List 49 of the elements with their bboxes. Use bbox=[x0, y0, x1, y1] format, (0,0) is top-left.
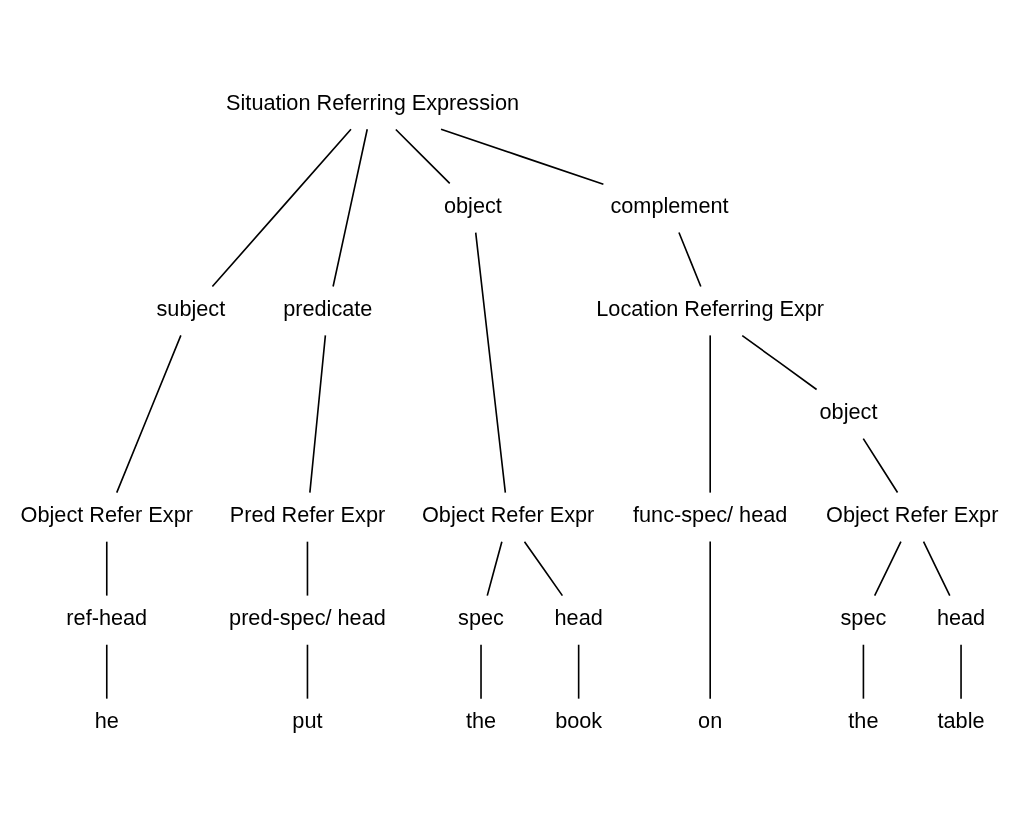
node-text: complement bbox=[610, 192, 729, 218]
connector bbox=[922, 540, 951, 596]
node-text: put bbox=[292, 707, 323, 733]
node-text: object bbox=[819, 398, 878, 424]
node-text: spec bbox=[458, 604, 504, 630]
connector bbox=[709, 540, 711, 700]
connector bbox=[332, 127, 369, 287]
node-text: book bbox=[555, 707, 603, 733]
node-text: func-spec/ head bbox=[633, 501, 788, 527]
node-text: he bbox=[94, 707, 119, 733]
node-text: Situation Referring Expression bbox=[226, 89, 520, 115]
connector bbox=[873, 540, 902, 596]
node-text: the bbox=[465, 707, 497, 733]
connector bbox=[309, 334, 327, 493]
node-text: table bbox=[937, 707, 985, 733]
connector bbox=[523, 540, 564, 596]
node-text: head bbox=[554, 604, 603, 630]
connector bbox=[105, 643, 108, 699]
connector bbox=[440, 128, 605, 185]
connector bbox=[115, 334, 182, 493]
connector bbox=[960, 643, 962, 699]
connector bbox=[741, 334, 818, 390]
node-text: Object Refer Expr bbox=[20, 501, 193, 527]
node-text: Object Refer Expr bbox=[421, 501, 595, 527]
connector bbox=[678, 231, 702, 287]
node-text: Pred Refer Expr bbox=[229, 501, 386, 527]
connector bbox=[486, 540, 503, 596]
connector bbox=[395, 128, 451, 184]
connector bbox=[306, 643, 309, 699]
connector bbox=[105, 540, 108, 596]
node-text: head bbox=[936, 604, 986, 630]
connector bbox=[862, 643, 865, 699]
connector bbox=[474, 231, 507, 493]
connector bbox=[480, 643, 482, 699]
connector bbox=[306, 540, 309, 596]
node-text: the bbox=[848, 707, 879, 733]
connector bbox=[577, 643, 580, 699]
node-text: predicate bbox=[283, 295, 373, 321]
node-text: on bbox=[698, 707, 723, 733]
connector bbox=[862, 437, 899, 493]
node-text: ref-head bbox=[66, 604, 148, 630]
node-text: pred-spec/ head bbox=[229, 604, 386, 630]
node-text: spec bbox=[840, 604, 887, 630]
node-text: Location Referring Expr bbox=[596, 295, 825, 321]
connector bbox=[709, 334, 711, 493]
node-text: object bbox=[443, 192, 502, 218]
node-text: subject bbox=[156, 295, 226, 321]
connector bbox=[211, 127, 352, 287]
node-text: Object Refer Expr bbox=[826, 501, 999, 527]
